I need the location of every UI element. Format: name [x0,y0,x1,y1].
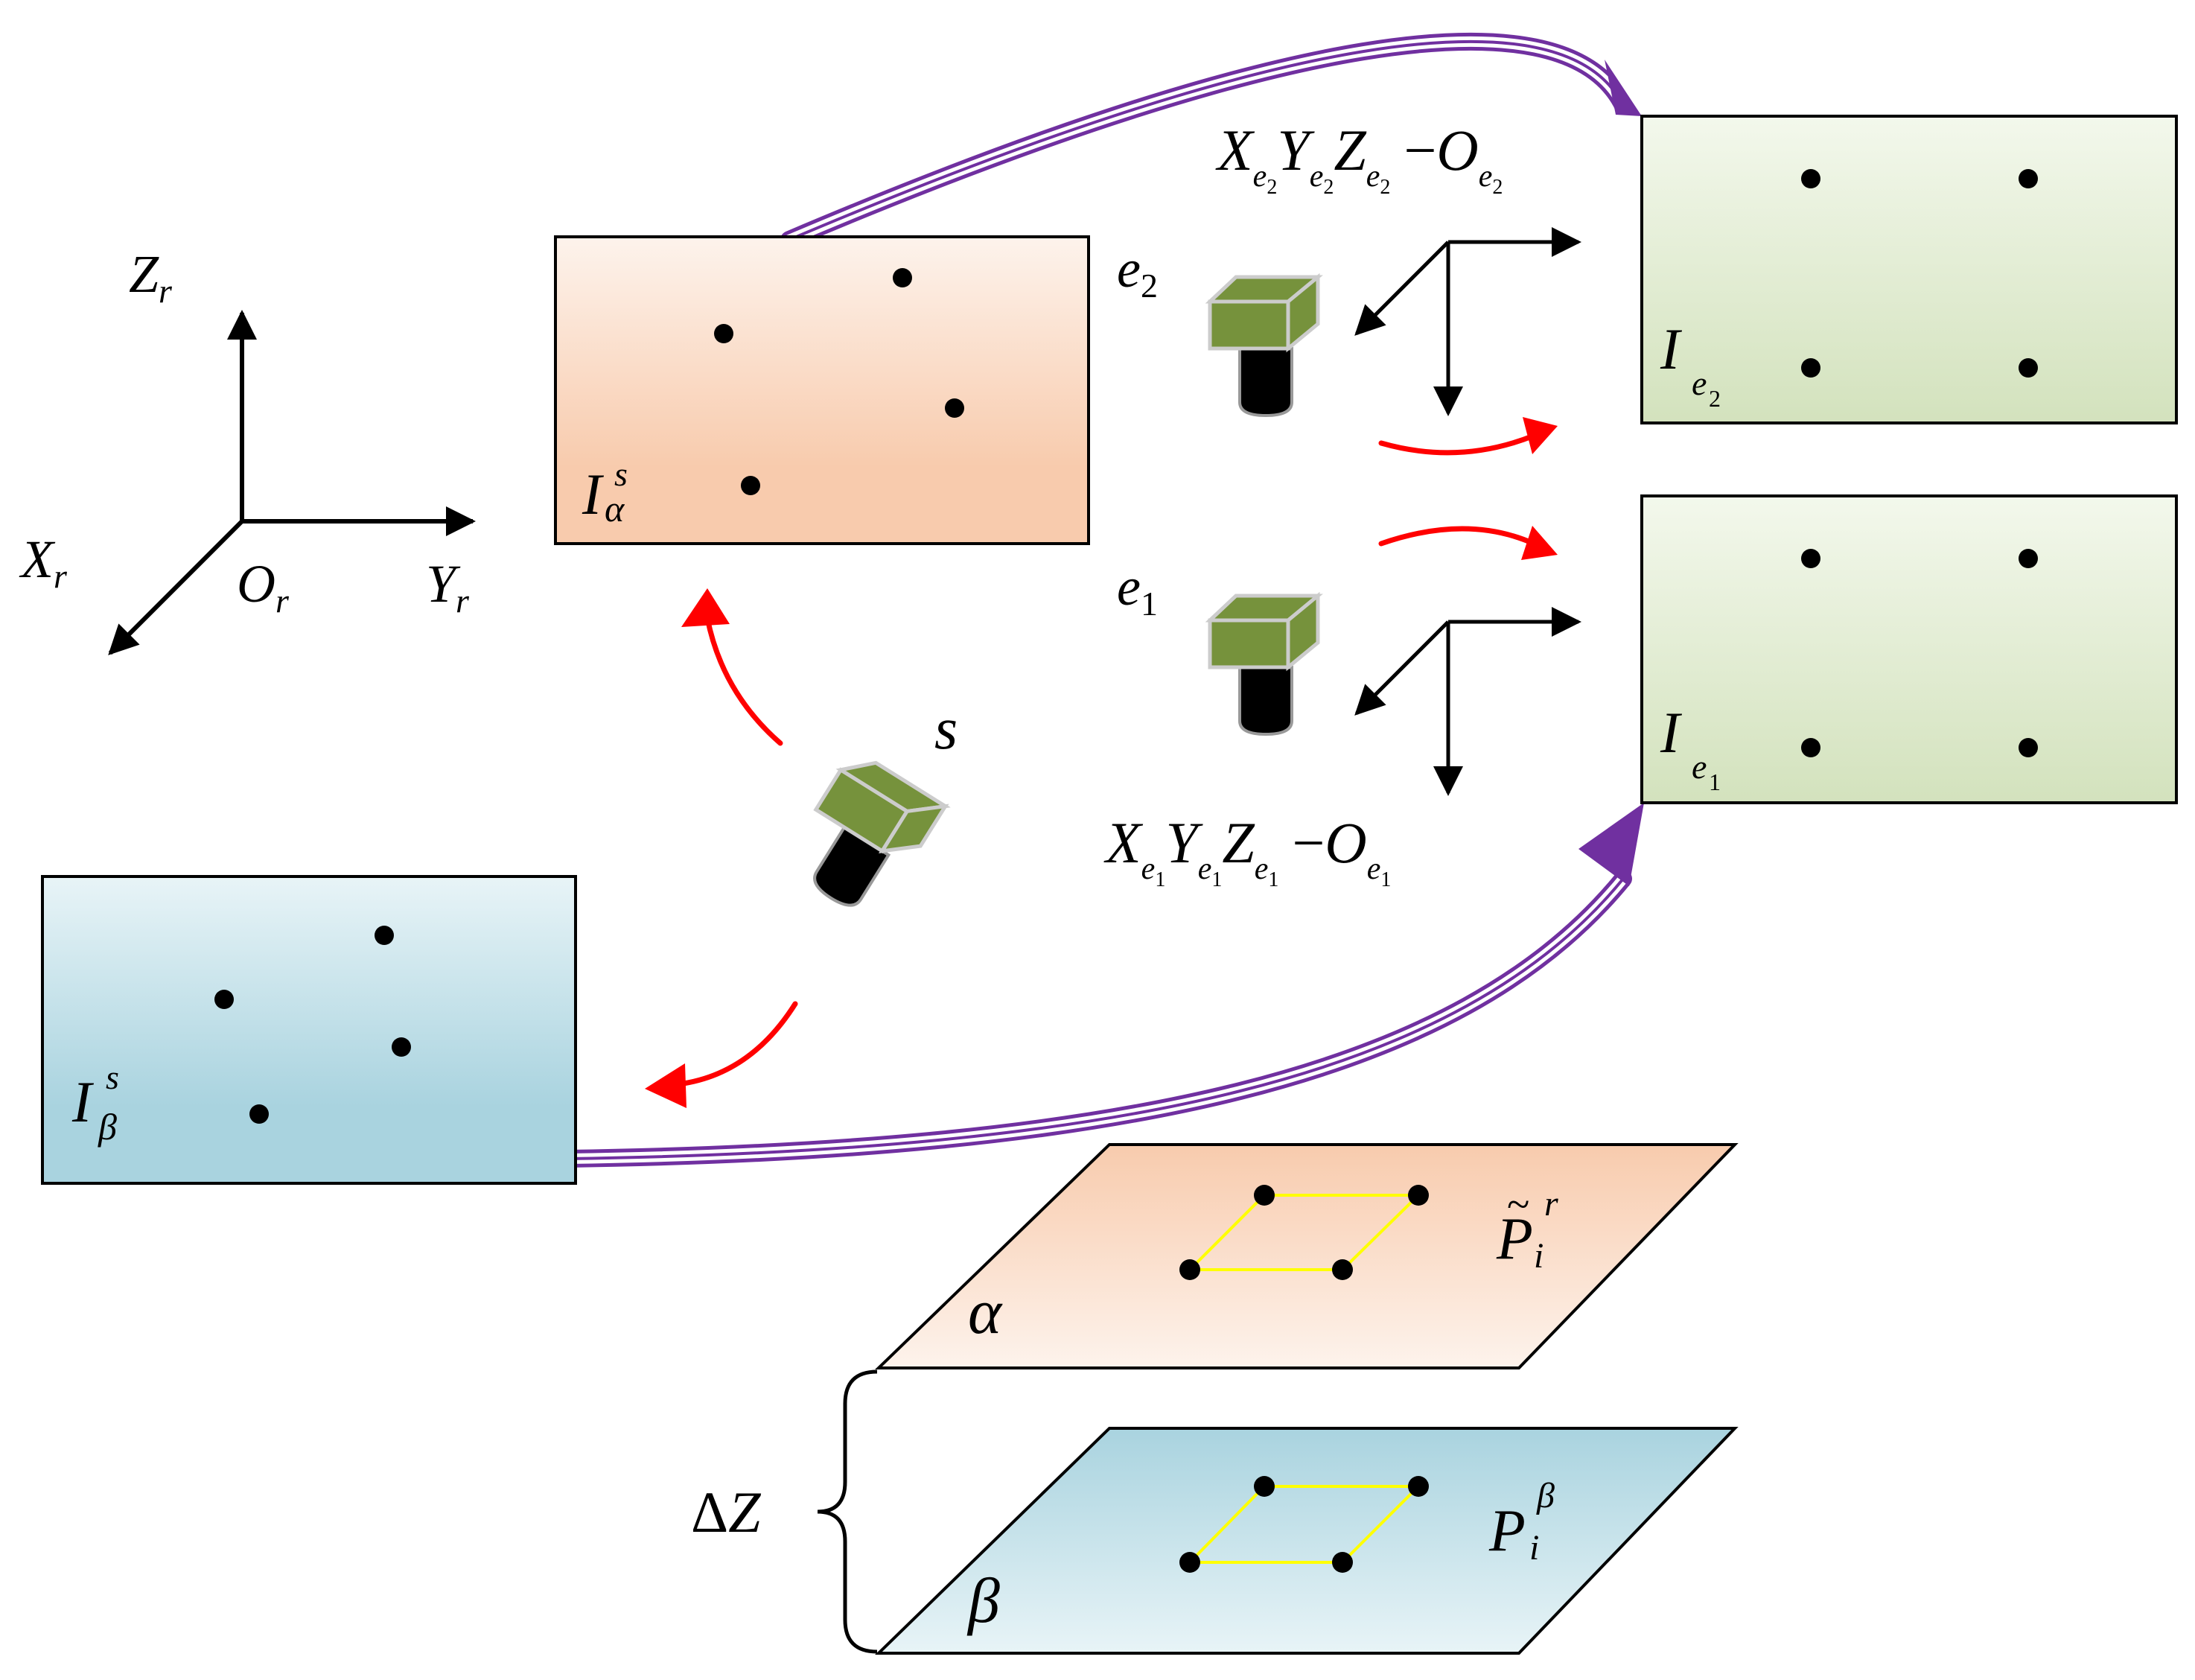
feature-point [214,990,234,1009]
frame-e1-label: Xe1Ye1Ze1−Oe1 [1103,810,1391,891]
feature-point [2019,738,2038,757]
calibration-point [1408,1476,1429,1497]
calibration-point [1254,1185,1275,1206]
feature-point [2019,549,2038,568]
feature-point [1801,549,1820,568]
delta-z-label: ΔZ [691,1480,762,1544]
x-r-label: Xr [19,529,68,595]
reference-frame-r: Zr Xr Or Yr [19,244,476,655]
x-axis-r [108,519,244,655]
plane-alpha-surface [875,1143,1739,1369]
delta-z: ΔZ [691,1369,878,1654]
y-r-label: Yr [426,554,470,620]
o-r-label: Or [237,554,290,620]
feature-point [741,476,760,495]
frame-e1: Xe1Ye1Ze1−Oe1 [1103,607,1581,891]
image-e2-box [1640,115,2178,424]
purple-arrow-beta-to-e1 [558,803,1644,1168]
image-beta-box [41,875,577,1185]
plane-alpha-label: α [968,1276,1003,1347]
feature-point [2019,169,2038,188]
feature-point [2019,358,2038,378]
feature-point [1801,358,1820,378]
calibration-point [1332,1552,1353,1573]
feature-point [945,398,964,418]
red-arrow-e1-to-image [1378,526,1558,560]
z-r-label: Zr [129,244,173,310]
feature-point [893,268,912,287]
red-arrows [645,417,1558,1108]
plane-beta-surface [875,1427,1739,1655]
calibration-point [1254,1476,1275,1497]
red-arrow-s-to-beta [645,1001,798,1108]
feature-point [1801,169,1820,188]
feature-point [714,324,733,343]
camera-e2-icon: e2 [1117,239,1323,418]
calibration-point [1408,1185,1429,1206]
camera-e2-label: e2 [1117,239,1158,305]
feature-point [375,926,394,945]
image-e1-label: Ie1 [1660,700,1721,795]
plane-beta-label: β [966,1565,1000,1636]
delta-z-brace [817,1369,878,1654]
feature-point [1801,738,1820,757]
image-e2: Ie2 [1640,115,2178,424]
red-arrow-e2-to-image [1378,417,1558,456]
image-e1-box [1640,494,2178,804]
calibration-point [1332,1259,1353,1280]
camera-e1-label: e1 [1117,557,1158,623]
feature-point [392,1037,411,1057]
calibration-point [1179,1259,1200,1280]
camera-s-icon: s [813,696,958,907]
image-e2-label: Ie2 [1660,316,1721,412]
image-e1: Ie1 [1640,494,2178,804]
camera-s-label: s [934,696,958,762]
frame-e2-label: Xe2Ye2Ze2−Oe2 [1215,118,1503,199]
red-arrow-s-to-alpha [681,588,783,746]
image-alpha-box [554,235,1090,545]
frame-e2: Xe2Ye2Ze2−Oe2 [1215,118,1581,416]
purple-arrow-alpha-to-e2 [780,32,1642,249]
feature-point [249,1104,269,1124]
calibration-point [1179,1552,1200,1573]
camera-e1-icon: e1 [1117,557,1323,736]
